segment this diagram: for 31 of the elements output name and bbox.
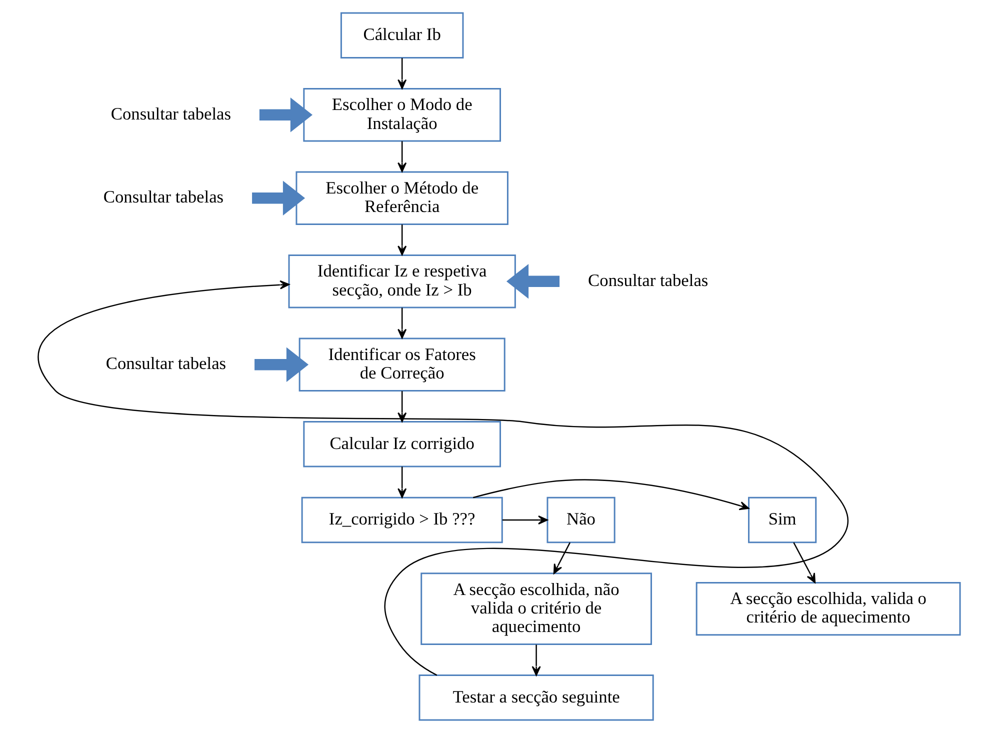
node-box: A secção escolhida, valida o critério de aquecimento: [696, 582, 961, 636]
node-box: Identificar Iz e respetiva secção, onde Iz > Ib: [288, 254, 516, 308]
node-text: Consultar tabelas: [106, 354, 226, 374]
arrow: [259, 97, 312, 132]
node-box: Testar a secção seguinte: [418, 674, 654, 721]
arrow: [506, 264, 560, 299]
arrow: [532, 644, 541, 676]
arrow: [398, 466, 407, 498]
node-box: Iz_corrigido > Ib ???: [301, 496, 503, 544]
arrow: [398, 224, 407, 256]
arrow: [793, 542, 816, 584]
node-box: Sim: [748, 496, 817, 544]
arrow: [398, 141, 407, 172]
node-box: Não: [546, 496, 616, 544]
arrow: [254, 347, 309, 382]
node-box: Escolher o Modo de Instalação: [303, 88, 501, 142]
arrow: [472, 479, 750, 510]
arrow: [553, 542, 571, 574]
arrow: [252, 180, 306, 216]
node-text: Consultar tabelas: [103, 188, 224, 207]
arrow: [502, 515, 548, 524]
node-box: Calcular Iz corrigido: [303, 421, 501, 468]
node-text: Consultar tabelas: [110, 104, 232, 124]
node-box: Escolher o Método de Referência: [296, 171, 508, 225]
node-box: A secção escolhida, não valida o critério de aquecimento: [420, 572, 652, 645]
arrow: [40, 280, 848, 676]
node-box: Cálcular Ib: [340, 12, 464, 58]
node-box: Identificar os Fatores de Correção: [298, 338, 506, 392]
arrow: [398, 58, 407, 90]
arrow: [398, 308, 407, 339]
node-text: Consultar tabelas: [588, 270, 708, 290]
